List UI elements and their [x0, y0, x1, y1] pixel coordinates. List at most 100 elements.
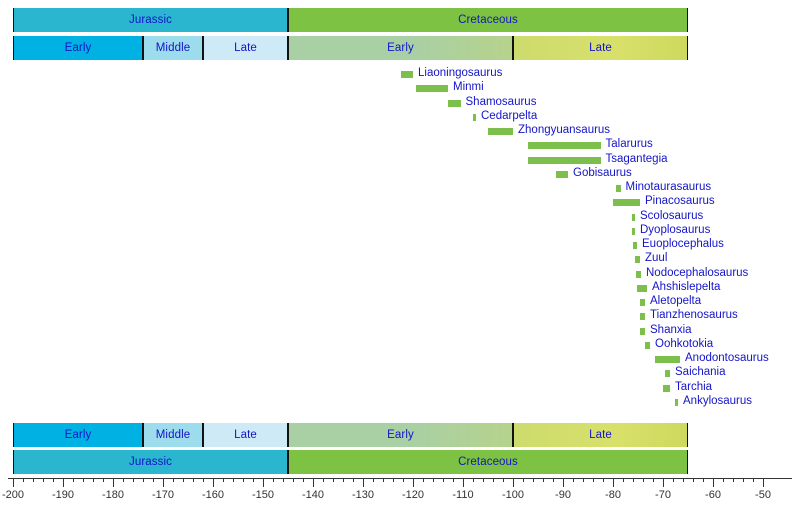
- axis-tick-label: -90: [555, 489, 571, 501]
- range-bar-saichania: [665, 370, 670, 378]
- axis-tick-major: [663, 478, 664, 487]
- taxon-label-pinacosaurus: Pinacosaurus: [645, 195, 715, 208]
- taxon-label-ahshislepelta: Ahshislepelta: [652, 280, 721, 293]
- range-bar-shamosaurus: [448, 99, 461, 107]
- taxon-row: Tsagantegia: [0, 153, 800, 167]
- taxon-label-euoplocephalus: Euoplocephalus: [642, 238, 724, 250]
- taxon-label-tarchia: Tarchia: [675, 380, 713, 393]
- axis-tick-minor: [723, 478, 724, 482]
- taxon-label-zuul: Zuul: [645, 252, 668, 265]
- epoch-label: Late: [589, 42, 612, 54]
- axis-tick-minor: [253, 478, 254, 482]
- axis-tick-label: -180: [101, 489, 125, 501]
- top-period-jurassic: Jurassic: [13, 8, 288, 32]
- top-epoch-jurassic-middle: Middle: [143, 36, 203, 60]
- range-bar-minmi: [415, 85, 448, 93]
- axis-tick-major: [213, 478, 214, 487]
- axis-tick-minor: [443, 478, 444, 482]
- axis-tick-label: -110: [452, 489, 474, 501]
- axis-tick-minor: [733, 478, 734, 482]
- range-bar-scolosaurus: [632, 213, 635, 221]
- axis-tick-minor: [203, 478, 204, 482]
- axis-tick-label: -60: [705, 489, 721, 501]
- axis-tick-label: -130: [351, 489, 375, 501]
- range-bar-zhongyuansaurus: [488, 128, 513, 135]
- axis-tick-minor: [343, 478, 344, 482]
- range-bar-dyoplosaurus: [632, 227, 635, 235]
- axis-tick-minor: [603, 478, 604, 482]
- epoch-label: Late: [234, 429, 257, 441]
- axis-tick-minor: [353, 478, 354, 482]
- taxon-label-tianzhenosaurus: Tianzhenosaurus: [650, 309, 738, 322]
- axis-tick-minor: [693, 478, 694, 482]
- taxon-label-gobisaurus: Gobisaurus: [573, 166, 632, 179]
- axis-tick-minor: [243, 478, 244, 482]
- top-epoch-jurassic-early: Early: [13, 36, 143, 60]
- taxon-row: Shanxia: [0, 324, 800, 338]
- axis-tick-minor: [373, 478, 374, 482]
- taxon-row: Minmi: [0, 81, 800, 95]
- axis-tick-label: -140: [301, 489, 325, 501]
- axis-tick-label: -200: [1, 489, 25, 501]
- taxon-row: Ahshislepelta: [0, 281, 800, 295]
- taxon-row: Scolosaurus: [0, 210, 800, 224]
- range-bar-talarurus: [528, 142, 601, 150]
- axis-tick-minor: [703, 478, 704, 482]
- axis-tick-minor: [553, 478, 554, 482]
- axis-tick-minor: [153, 478, 154, 482]
- taxon-row: Euoplocephalus: [0, 238, 800, 252]
- range-bar-aletopelta: [640, 299, 645, 306]
- taxon-row: Tarchia: [0, 381, 800, 395]
- axis-tick-minor: [623, 478, 624, 482]
- axis-tick-label: -70: [655, 489, 671, 501]
- axis-tick-minor: [273, 478, 274, 482]
- axis-tick-minor: [473, 478, 474, 482]
- axis-tick-minor: [403, 478, 404, 482]
- bottom-epoch-jurassic-middle: Middle: [143, 423, 203, 447]
- range-bar-anodontosaurus: [655, 356, 680, 363]
- axis-tick-major: [113, 478, 114, 487]
- taxon-label-scolosaurus: Scolosaurus: [640, 209, 704, 222]
- axis-tick-label: -80: [605, 489, 621, 501]
- axis-tick-label: -190: [51, 489, 75, 501]
- taxon-label-anodontosaurus: Anodontosaurus: [685, 352, 769, 364]
- taxon-label-talarurus: Talarurus: [605, 138, 653, 151]
- taxon-row: Minotaurasaurus: [0, 181, 800, 195]
- taxon-row: Dyoplosaurus: [0, 224, 800, 238]
- axis-tick-minor: [233, 478, 234, 482]
- axis-tick-minor: [453, 478, 454, 482]
- epoch-label: Middle: [155, 42, 191, 54]
- range-bar-shanxia: [640, 327, 645, 335]
- axis-tick-minor: [573, 478, 574, 482]
- taxon-label-ankylosaurus: Ankylosaurus: [683, 394, 753, 407]
- taxon-row: Gobisaurus: [0, 167, 800, 181]
- top-period-cretaceous: Cretaceous: [288, 8, 688, 32]
- bottom-period-cretaceous: Cretaceous: [288, 450, 688, 474]
- taxon-label-nodocephalosaurus: Nodocephalosaurus: [646, 266, 749, 279]
- taxon-row: Tianzhenosaurus: [0, 309, 800, 323]
- bottom-period-jurassic: Jurassic: [13, 450, 288, 474]
- axis-tick-minor: [383, 478, 384, 482]
- axis-tick-minor: [33, 478, 34, 482]
- epoch-label: Early: [387, 42, 414, 54]
- range-bar-liaoningosaurus: [400, 71, 413, 78]
- axis-tick-major: [313, 478, 314, 487]
- range-bar-cedarpelta: [473, 113, 476, 121]
- axis-tick-major: [163, 478, 164, 487]
- taxon-label-saichania: Saichania: [675, 366, 726, 379]
- axis-tick-minor: [83, 478, 84, 482]
- taxon-label-zhongyuansaurus: Zhongyuansaurus: [518, 124, 611, 136]
- axis-tick-minor: [133, 478, 134, 482]
- range-bar-minotaurasaurus: [615, 185, 621, 192]
- top-epoch-cretaceous-early: Early: [288, 36, 513, 60]
- axis-tick-minor: [173, 478, 174, 482]
- axis-tick-major: [563, 478, 564, 487]
- epoch-label: Early: [64, 42, 92, 54]
- range-bar-tianzhenosaurus: [640, 313, 645, 321]
- top-epoch-jurassic-late: Late: [203, 36, 288, 60]
- axis-tick-minor: [753, 478, 754, 482]
- axis-tick-minor: [483, 478, 484, 482]
- range-bar-oohkotokia: [645, 341, 650, 349]
- taxon-row: Cedarpelta: [0, 110, 800, 124]
- taxon-label-shamosaurus: Shamosaurus: [465, 95, 537, 108]
